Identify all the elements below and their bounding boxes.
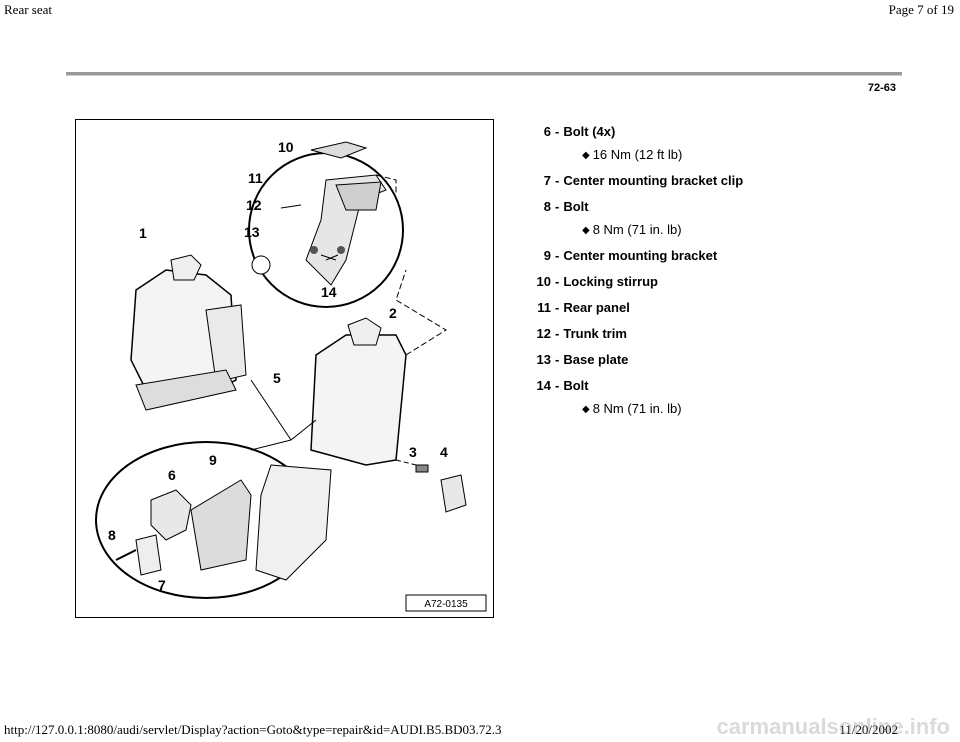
page-indicator: Page 7 of 19 — [888, 2, 954, 17]
callout-9: 9 — [209, 452, 217, 468]
rear-seat-right — [310, 334, 407, 466]
legend-number: 14 — [536, 378, 551, 393]
legend-item: 7-Center mounting bracket clip — [527, 173, 847, 189]
diamond-bullet-icon: ◆ — [582, 150, 590, 161]
legend-label: Rear panel — [563, 300, 630, 315]
legend-item: 12-Trunk trim — [527, 326, 847, 342]
section-page-number: 72-63 — [867, 82, 896, 94]
callout-11: 11 — [248, 170, 263, 186]
callout-14: 14 — [321, 284, 337, 300]
legend-label: Center mounting bracket — [563, 248, 718, 263]
footer-date: 11/20/2002 — [839, 722, 898, 737]
figure-code-box — [405, 594, 487, 612]
base-plate-part — [251, 255, 271, 275]
legend-item: 10-Locking stirrup — [527, 274, 847, 290]
mounting-plate — [255, 464, 332, 581]
footer-url[interactable]: http://127.0.0.1:8080/audi/servlet/Displ… — [4, 722, 502, 737]
callout-4: 4 — [440, 444, 448, 460]
legend-number: 11 — [537, 300, 551, 315]
diamond-bullet-icon: ◆ — [582, 225, 590, 236]
legend-item: 6-Bolt (4x) — [527, 124, 847, 140]
legend-label: Bolt — [563, 199, 589, 214]
legend-number: 10 — [536, 274, 551, 289]
center-mounting-bracket — [190, 479, 252, 571]
legend-number: 12 — [536, 326, 551, 341]
legend-item: 14-Bolt — [527, 378, 847, 394]
legend-number: 7 — [543, 173, 551, 188]
legend-item: 8-Bolt — [527, 199, 847, 215]
legend-spec: ◆8 Nm (71 in. lb) — [582, 222, 682, 237]
legend-label: Center mounting bracket clip — [563, 173, 744, 188]
legend-number: 13 — [536, 352, 551, 367]
diamond-bullet-icon: ◆ — [582, 404, 590, 415]
callout-1: 1 — [139, 225, 147, 241]
legend-label: Locking stirrup — [563, 274, 658, 289]
parts-legend: 6-Bolt (4x) ◆16 Nm (12 ft lb) 7-Center m… — [527, 124, 847, 427]
callout-5: 5 — [273, 370, 281, 386]
callout-12: 12 — [246, 197, 262, 213]
legend-label: Bolt — [563, 378, 589, 393]
legend-item: 11-Rear panel — [527, 300, 847, 316]
legend-item: 9-Center mounting bracket — [527, 248, 847, 264]
callout-7: 7 — [158, 577, 166, 593]
watermark: carmanualsonline.info — [716, 714, 951, 739]
legend-label: Bolt (4x) — [563, 124, 616, 139]
callout-6: 6 — [168, 467, 176, 483]
callout-2: 2 — [389, 305, 397, 321]
legend-number: 6 — [543, 124, 551, 139]
legend-label: Trunk trim — [563, 326, 627, 341]
callout-10: 10 — [278, 139, 294, 155]
legend-number: 9 — [543, 248, 551, 263]
document-title: Rear seat — [4, 2, 53, 17]
armrest — [135, 369, 237, 411]
legend-label: Base plate — [563, 352, 629, 367]
header-rule — [66, 72, 902, 76]
legend-spec: ◆8 Nm (71 in. lb) — [582, 401, 682, 416]
callout-13: 13 — [244, 224, 260, 240]
figure-code: A72-0135 — [424, 599, 468, 610]
legend-spec: ◆16 Nm (12 ft lb) — [582, 147, 683, 162]
diagram-drawing: 1 2 3 4 5 6 7 8 9 10 11 12 13 14 A72-013… — [95, 139, 487, 612]
rear-seat-exploded-diagram: 1 2 3 4 5 6 7 8 9 10 11 12 13 14 A72-013… — [75, 119, 494, 618]
legend-number: 8 — [543, 199, 551, 214]
callout-8: 8 — [108, 527, 116, 543]
callout-3: 3 — [409, 444, 417, 460]
legend-item: 13-Base plate — [527, 352, 847, 368]
